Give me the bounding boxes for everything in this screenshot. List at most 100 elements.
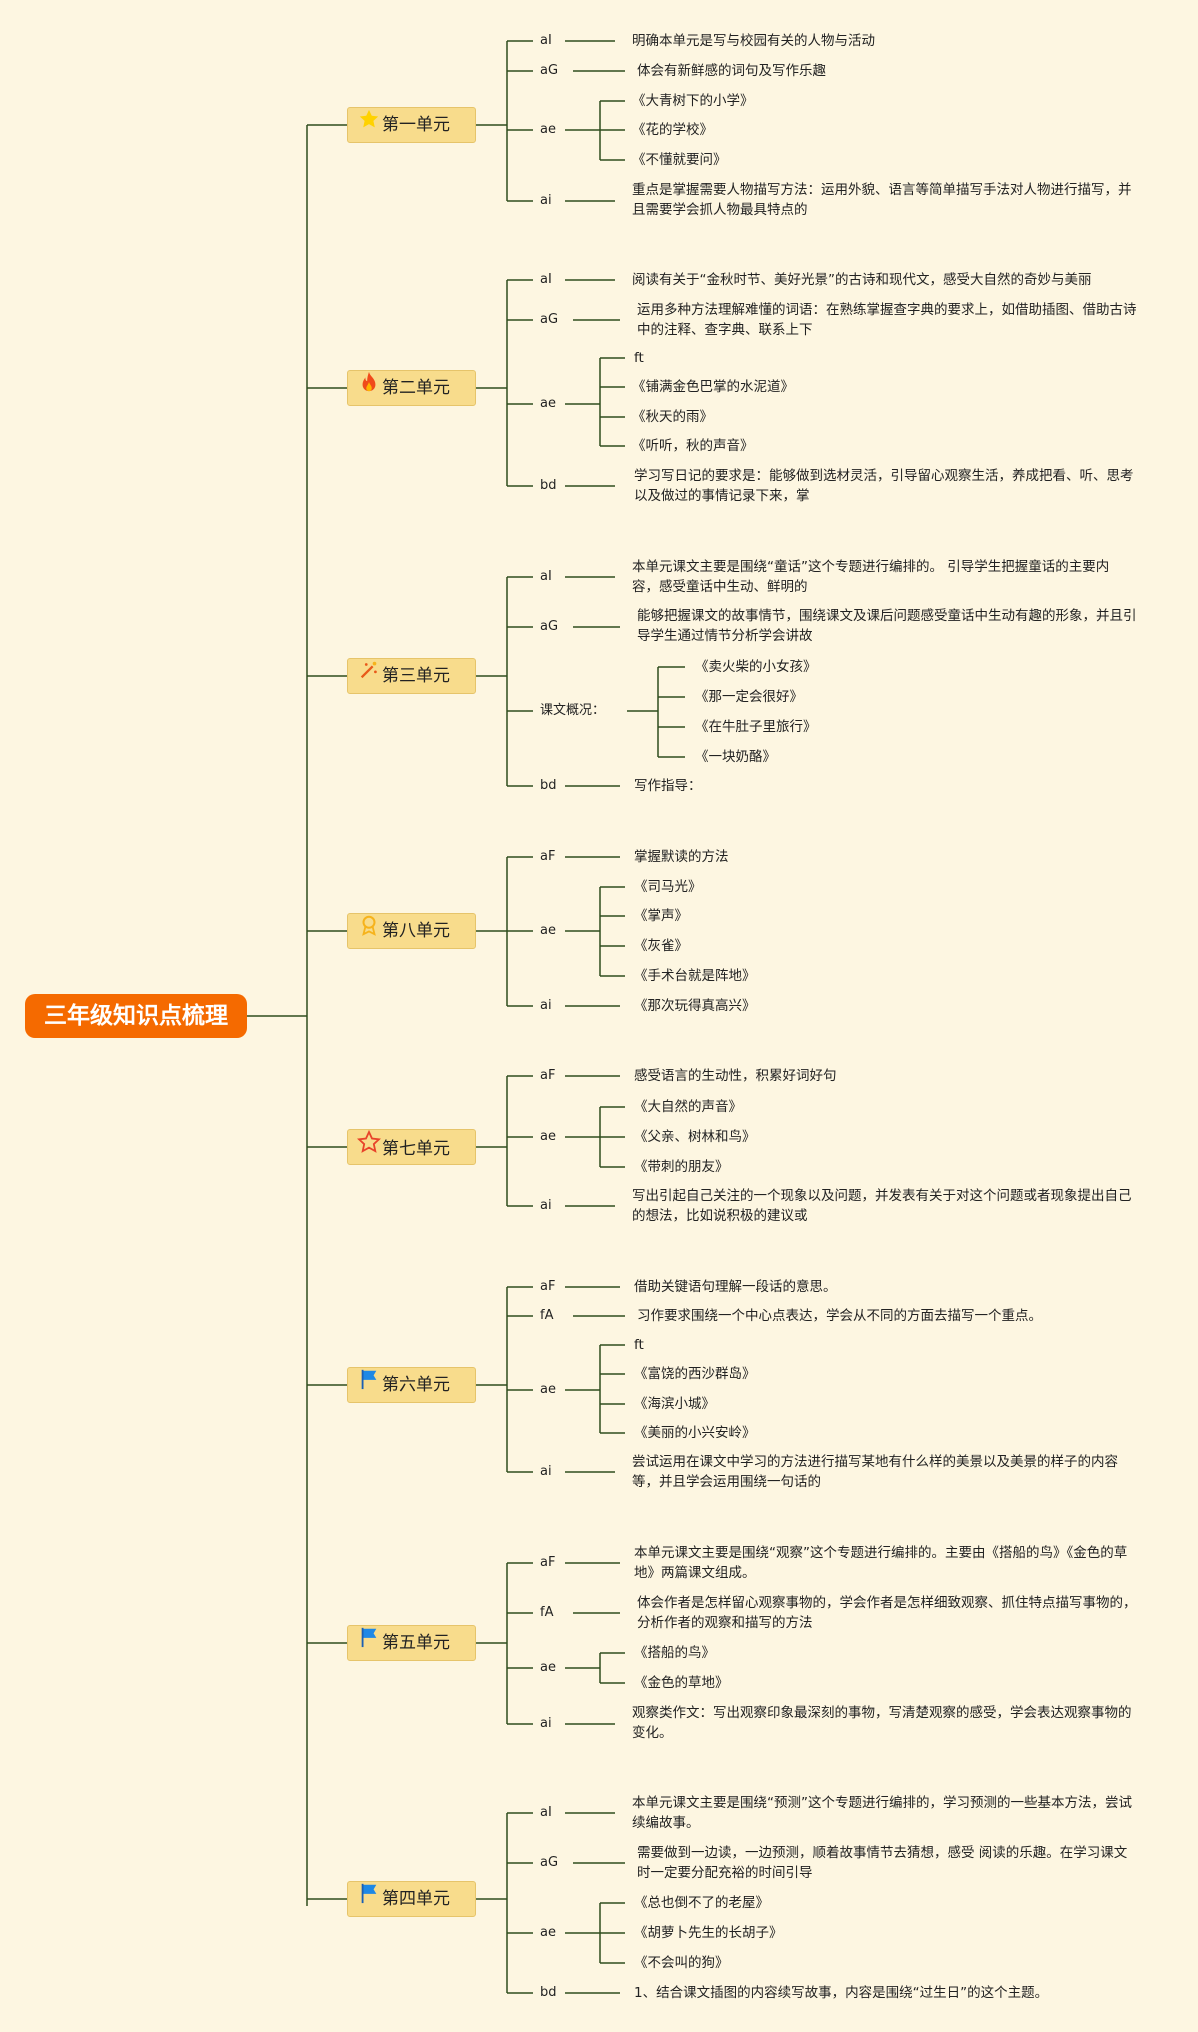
- lesson-item[interactable]: 《在牛肚子里旅行》: [695, 719, 817, 735]
- unit-1-node[interactable]: 第一单元: [347, 107, 476, 143]
- unit-title: 第七单元: [382, 1139, 450, 1159]
- branch-label: ae: [540, 1925, 556, 1940]
- root-topic[interactable]: 三年级知识点梳理: [25, 994, 247, 1038]
- branch-label: ae: [540, 1660, 556, 1675]
- topic-text[interactable]: 尝试运用在课文中学习的方法进行描写某地有什么样的美景以及美景的样子的内容等，并且…: [632, 1454, 1118, 1490]
- unit-title: 第六单元: [382, 1375, 450, 1395]
- unit-3-node[interactable]: 第三单元: [347, 658, 476, 694]
- topic-text[interactable]: 体会有新鲜感的词句及写作乐趣: [637, 63, 826, 79]
- branch-label: ae: [540, 1382, 556, 1397]
- ribbon-icon: [356, 914, 382, 948]
- topic-text[interactable]: 《那次玩得真高兴》: [634, 998, 756, 1014]
- branch-label: aI: [540, 33, 552, 48]
- unit-title: 第一单元: [382, 115, 450, 135]
- unit-title: 第八单元: [382, 921, 450, 941]
- topic-text[interactable]: 借助关键语句理解一段话的意思。: [634, 1279, 837, 1295]
- flag-icon: [356, 1882, 382, 1916]
- branch-label: aF: [540, 1555, 556, 1570]
- branch-label: ai: [540, 998, 552, 1013]
- flag-icon: [356, 1368, 382, 1402]
- sparkle-wand-icon: [356, 659, 382, 693]
- lesson-item[interactable]: 《灰雀》: [634, 938, 688, 954]
- lesson-item[interactable]: 《总也倒不了的老屋》: [634, 1895, 769, 1911]
- topic-text[interactable]: 本单元课文主要是围绕“预测”这个专题进行编排的，学习预测的一些基本方法，尝试续编…: [632, 1795, 1132, 1831]
- branch-label: ae: [540, 396, 556, 411]
- unit-8-node[interactable]: 第八单元: [347, 913, 476, 949]
- lesson-item[interactable]: 《胡萝卜先生的长胡子》: [634, 1925, 783, 1941]
- topic-text[interactable]: 重点是掌握需要人物描写方法：运用外貌、语言等简单描写手法对人物进行描写，并且需要…: [632, 182, 1132, 218]
- branch-label: aF: [540, 1279, 556, 1294]
- lesson-item[interactable]: ft: [634, 350, 644, 366]
- topic-text[interactable]: 学习写日记的要求是：能够做到选材灵活，引导留心观察生活，养成把看、听、思考以及做…: [634, 468, 1134, 504]
- lesson-item[interactable]: 《秋天的雨》: [632, 409, 713, 425]
- unit-title: 第四单元: [382, 1889, 450, 1909]
- unit-7-node[interactable]: 第七单元: [347, 1129, 476, 1165]
- branch-label: bd: [540, 1985, 557, 2000]
- unit-title: 第三单元: [382, 666, 450, 686]
- lesson-item[interactable]: 《父亲、树林和鸟》: [634, 1129, 756, 1145]
- topic-text[interactable]: 运用多种方法理解难懂的词语：在熟练掌握查字典的要求上，如借助插图、借助古诗中的注…: [637, 302, 1137, 338]
- topic-text[interactable]: 写出引起自己关注的一个现象以及问题，并发表有关于对这个问题或者现象提出自己的想法…: [632, 1188, 1132, 1224]
- topic-text[interactable]: 1、结合课文插图的内容续写故事，内容是围绕“过生日”的这个主题。: [634, 1985, 1049, 2001]
- branch-label: fA: [540, 1308, 554, 1323]
- lesson-item[interactable]: 《一块奶酪》: [695, 749, 776, 765]
- branch-label: ai: [540, 193, 552, 208]
- lesson-item[interactable]: ft: [634, 1337, 644, 1353]
- topic-text[interactable]: 本单元课文主要是围绕“童话”这个专题进行编排的。 引导学生把握童话的主要内容，感…: [632, 559, 1110, 595]
- lesson-item[interactable]: 《金色的草地》: [634, 1675, 729, 1691]
- lesson-item[interactable]: 《那一定会很好》: [695, 689, 803, 705]
- topic-text[interactable]: 需要做到一边读，一边预测，顺着故事情节去猜想，感受 阅读的乐趣。在学习课文时一定…: [637, 1845, 1128, 1881]
- lesson-item[interactable]: 《掌声》: [634, 908, 688, 924]
- star-outline-icon: [356, 1129, 382, 1166]
- lesson-item[interactable]: 《不会叫的狗》: [634, 1955, 729, 1971]
- lesson-item[interactable]: 《富饶的西沙群岛》: [634, 1366, 756, 1382]
- branch-label: fA: [540, 1605, 554, 1620]
- lesson-item[interactable]: 《花的学校》: [632, 122, 713, 138]
- branch-label: bd: [540, 478, 557, 493]
- branch-label: bd: [540, 778, 557, 793]
- branch-label: aF: [540, 1068, 556, 1083]
- lesson-item[interactable]: 《不懂就要问》: [632, 152, 727, 168]
- branch-label: aF: [540, 849, 556, 864]
- lesson-item[interactable]: 《手术台就是阵地》: [634, 968, 756, 984]
- star-icon: [356, 108, 382, 142]
- branch-label: aG: [540, 619, 559, 634]
- branch-label: aG: [540, 63, 559, 78]
- lesson-item[interactable]: 《带刺的朋友》: [634, 1159, 729, 1175]
- lesson-item[interactable]: 《大青树下的小学》: [632, 93, 754, 109]
- fire-icon: [356, 371, 382, 405]
- lesson-item[interactable]: 《卖火柴的小女孩》: [695, 659, 817, 675]
- unit-5-node[interactable]: 第五单元: [347, 1625, 476, 1661]
- topic-text[interactable]: 观察类作文：写出观察印象最深刻的事物，写清楚观察的感受，学会表达观察事物的变化。: [632, 1705, 1132, 1741]
- lesson-item[interactable]: 《美丽的小兴安岭》: [634, 1425, 756, 1441]
- lesson-item[interactable]: 《海滨小城》: [634, 1396, 715, 1412]
- lesson-item[interactable]: 《搭船的鸟》: [634, 1645, 715, 1661]
- branch-label: ae: [540, 923, 556, 938]
- topic-text[interactable]: 掌握默读的方法: [634, 849, 729, 865]
- branch-label: aI: [540, 569, 552, 584]
- unit-2-node[interactable]: 第二单元: [347, 370, 476, 406]
- branch-label: 课文概况：: [540, 703, 606, 718]
- topic-text[interactable]: 体会作者是怎样留心观察事物的，学会作者是怎样细致观察、抓住特点描写事物的，分析作…: [637, 1595, 1137, 1631]
- flag-icon: [356, 1626, 382, 1660]
- topic-text[interactable]: 能够把握课文的故事情节，围绕课文及课后问题感受童话中生动有趣的形象，并且引导学生…: [637, 608, 1137, 644]
- topic-text[interactable]: 习作要求围绕一个中心点表达，学会从不同的方面去描写一个重点。: [637, 1308, 1042, 1324]
- branch-label: ai: [540, 1716, 552, 1731]
- lesson-item[interactable]: 《大自然的声音》: [634, 1099, 742, 1115]
- unit-title: 第二单元: [382, 378, 450, 398]
- topic-text[interactable]: 本单元课文主要是围绕“观察”这个专题进行编排的。主要由《搭船的鸟》《金色的草地》…: [634, 1545, 1128, 1581]
- topic-text[interactable]: 明确本单元是写与校园有关的人物与活动: [632, 33, 875, 49]
- lesson-item[interactable]: 《听听，秋的声音》: [632, 438, 754, 454]
- unit-6-node[interactable]: 第六单元: [347, 1367, 476, 1403]
- branch-label: ai: [540, 1198, 552, 1213]
- topic-text[interactable]: 写作指导：: [634, 778, 702, 794]
- topic-text[interactable]: 感受语言的生动性，积累好词好句: [634, 1068, 837, 1084]
- branch-label: ai: [540, 1464, 552, 1479]
- topic-text[interactable]: 阅读有关于“金秋时节、美好光景”的古诗和现代文，感受大自然的奇妙与美丽: [632, 272, 1092, 288]
- lesson-item[interactable]: 《铺满金色巴掌的水泥道》: [632, 379, 794, 395]
- lesson-item[interactable]: 《司马光》: [634, 879, 702, 895]
- unit-4-node[interactable]: 第四单元: [347, 1881, 476, 1917]
- branch-label: aG: [540, 312, 559, 327]
- branch-label: aI: [540, 272, 552, 287]
